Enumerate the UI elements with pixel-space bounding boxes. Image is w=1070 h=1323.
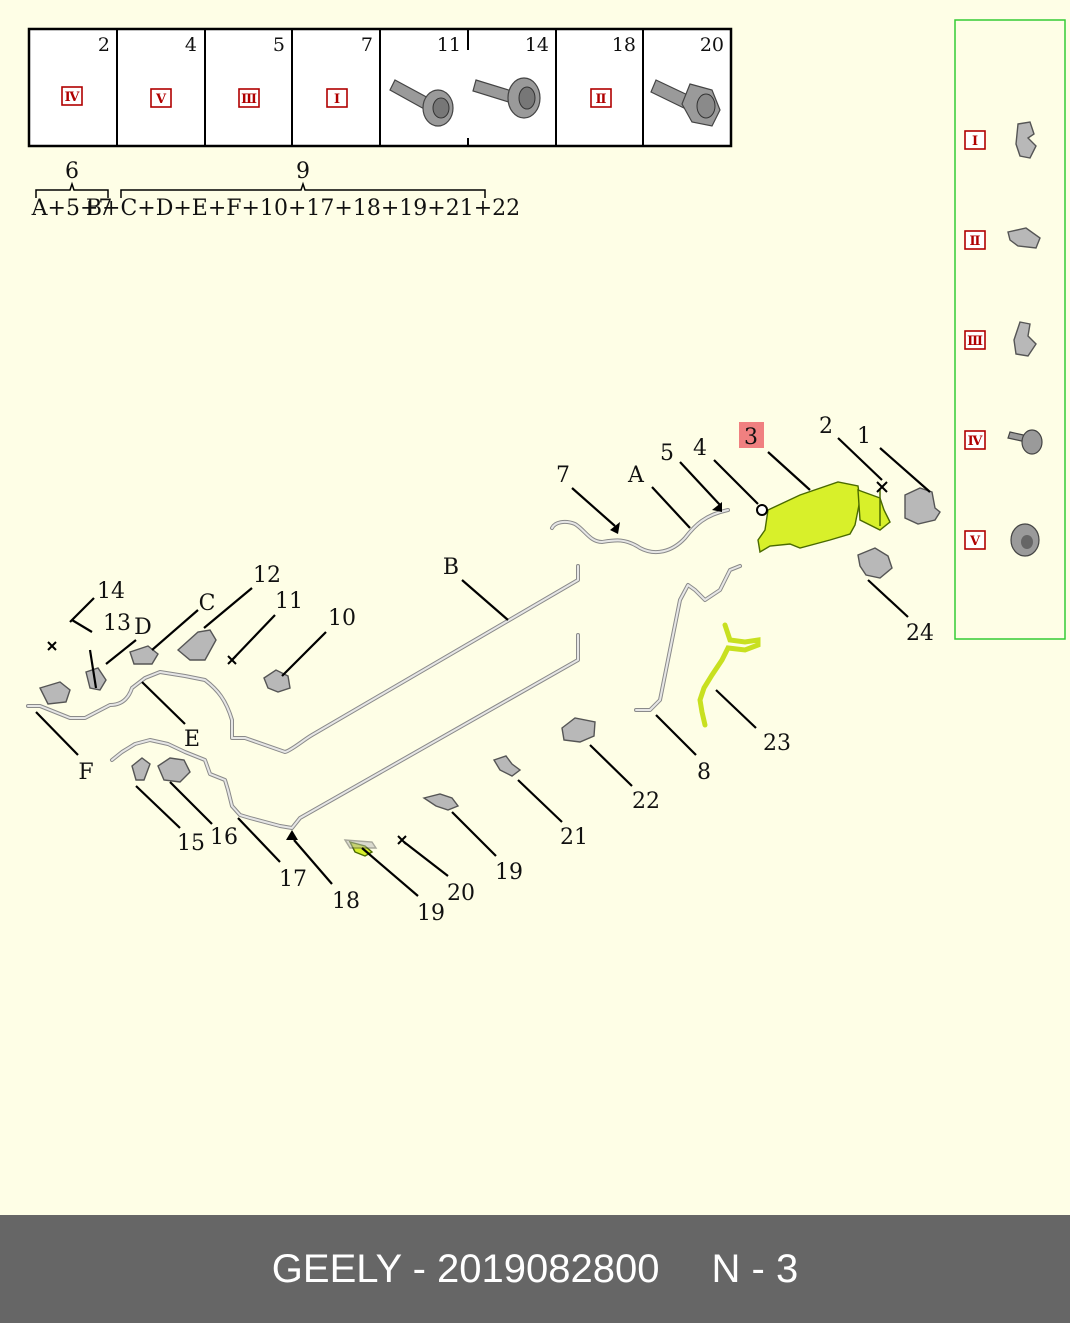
valve-part <box>904 487 941 525</box>
marker-cross <box>876 481 888 493</box>
marker-circle <box>756 504 768 516</box>
marker-arrow <box>286 830 298 840</box>
svg-text:Ⅴ: Ⅴ <box>155 92 167 107</box>
bolt-icon <box>389 79 454 127</box>
marker-arrow <box>610 522 620 534</box>
leader-lines <box>35 437 931 897</box>
bolt-icon <box>1007 429 1043 455</box>
roman-badge: Ⅳ <box>964 430 986 450</box>
callout-label: 13 <box>103 611 131 636</box>
roman-badge: Ⅱ <box>590 88 612 108</box>
cell-number: 14 <box>525 34 549 56</box>
svg-text:Ⅰ: Ⅰ <box>972 134 978 149</box>
callout-label: C <box>199 591 216 616</box>
footer-part-number: GEELY - 2019082800 <box>271 1246 660 1291</box>
cell-number: 20 <box>700 34 724 56</box>
callout-label: 1 <box>857 424 871 449</box>
footer-page-number: N - 3 <box>711 1246 799 1291</box>
callout-label: D <box>134 615 152 640</box>
callout-label: 21 <box>560 825 588 850</box>
svg-text:Ⅴ: Ⅴ <box>969 534 981 549</box>
filter-part <box>561 717 596 743</box>
fuel-lines <box>26 508 761 830</box>
group-formulas: 6 A+5+7 9 B+C+D+E+F+10+17+18+19+21+22 <box>31 159 521 221</box>
callout-label: 14 <box>97 579 125 604</box>
callout-label: 12 <box>253 563 281 588</box>
callout-label: 23 <box>763 731 791 756</box>
callout-label: 7 <box>556 463 570 488</box>
bolt-icon <box>472 77 541 119</box>
callout-label: 19 <box>495 860 523 885</box>
group-formula: B+C+D+E+F+10+17+18+19+21+22 <box>86 196 520 221</box>
callout-label: 2 <box>819 414 833 439</box>
callout-label: 4 <box>693 436 707 461</box>
cell-number: 2 <box>98 34 110 56</box>
callout-label: A <box>627 463 645 488</box>
clip-icon <box>1013 321 1037 357</box>
callout-label: 24 <box>906 621 934 646</box>
cell-number: 5 <box>273 34 285 56</box>
valve-part <box>39 681 71 705</box>
callout-label: 22 <box>632 789 660 814</box>
cell-number: 7 <box>361 34 373 56</box>
marker-cross <box>47 641 57 651</box>
group-formula: A+5+7 <box>31 196 113 221</box>
clip-part <box>129 645 159 665</box>
svg-text:Ⅱ: Ⅱ <box>596 92 607 107</box>
bracket-part <box>176 629 217 661</box>
roman-badge: Ⅲ <box>964 330 986 350</box>
callout-label: 20 <box>447 881 475 906</box>
callout-label: 19 <box>417 901 445 926</box>
svg-text:Ⅰ: Ⅰ <box>334 92 340 107</box>
callout-label: 15 <box>177 831 205 856</box>
cell-number: 18 <box>612 34 636 56</box>
cell-number: 11 <box>437 34 461 56</box>
cap-part <box>857 547 893 579</box>
callout-label: 18 <box>332 889 360 914</box>
roman-badge: Ⅰ <box>964 130 986 150</box>
connector-part <box>85 667 107 691</box>
callout-label: B <box>443 555 459 580</box>
clip-part <box>131 757 151 781</box>
bracket-part <box>492 755 522 777</box>
roman-badge: Ⅴ <box>964 530 986 550</box>
group-number: 6 <box>65 159 79 184</box>
bracket-part <box>422 793 460 811</box>
svg-text:Ⅲ: Ⅲ <box>241 92 257 107</box>
marker-arrow <box>712 502 722 512</box>
callout-label: 10 <box>328 606 356 631</box>
roman-badge: Ⅳ <box>61 86 83 106</box>
svg-text:Ⅳ: Ⅳ <box>968 434 983 449</box>
nut-icon <box>1010 523 1040 557</box>
legend-panel: Ⅰ Ⅱ Ⅲ Ⅳ Ⅴ <box>954 19 1066 640</box>
callout-label: E <box>184 727 200 752</box>
callout-badge <box>739 422 764 448</box>
valve-part <box>157 757 191 783</box>
callout-label: 8 <box>697 760 711 785</box>
callout-label: 17 <box>279 867 307 892</box>
svg-text:Ⅱ: Ⅱ <box>970 234 981 249</box>
svg-text:Ⅳ: Ⅳ <box>65 90 80 105</box>
group-number: 9 <box>296 159 310 184</box>
callout-label: 11 <box>275 589 303 614</box>
callout-label: 3 <box>744 425 758 450</box>
svg-text:Ⅲ: Ⅲ <box>967 334 983 349</box>
callout-labels: 1 2 3 4 5 A 7 B 24 23 8 22 21 19 19 20 1… <box>78 414 934 926</box>
clip-icon <box>1007 227 1041 249</box>
canister-assembly <box>757 481 891 554</box>
bolt-icon <box>650 79 721 127</box>
cell-number: 4 <box>185 34 197 56</box>
clip-icon <box>1015 121 1037 159</box>
header-table: 2 4 5 7 11 14 18 20 Ⅳ Ⅴ Ⅲ Ⅰ Ⅱ <box>27 27 733 148</box>
roman-badge: Ⅲ <box>238 88 260 108</box>
roman-badge: Ⅰ <box>326 88 348 108</box>
callout-label: 5 <box>660 441 674 466</box>
callout-label: 16 <box>210 825 238 850</box>
roman-badge: Ⅱ <box>964 230 986 250</box>
footer-bar: GEELY - 2019082800 N - 3 <box>0 1215 1070 1323</box>
callout-label: F <box>78 760 93 785</box>
bracket-part <box>343 839 378 857</box>
parts-diagram: 2 4 5 7 11 14 18 20 Ⅳ Ⅴ Ⅲ Ⅰ Ⅱ <box>26 19 1066 926</box>
roman-badge: Ⅴ <box>150 88 172 108</box>
